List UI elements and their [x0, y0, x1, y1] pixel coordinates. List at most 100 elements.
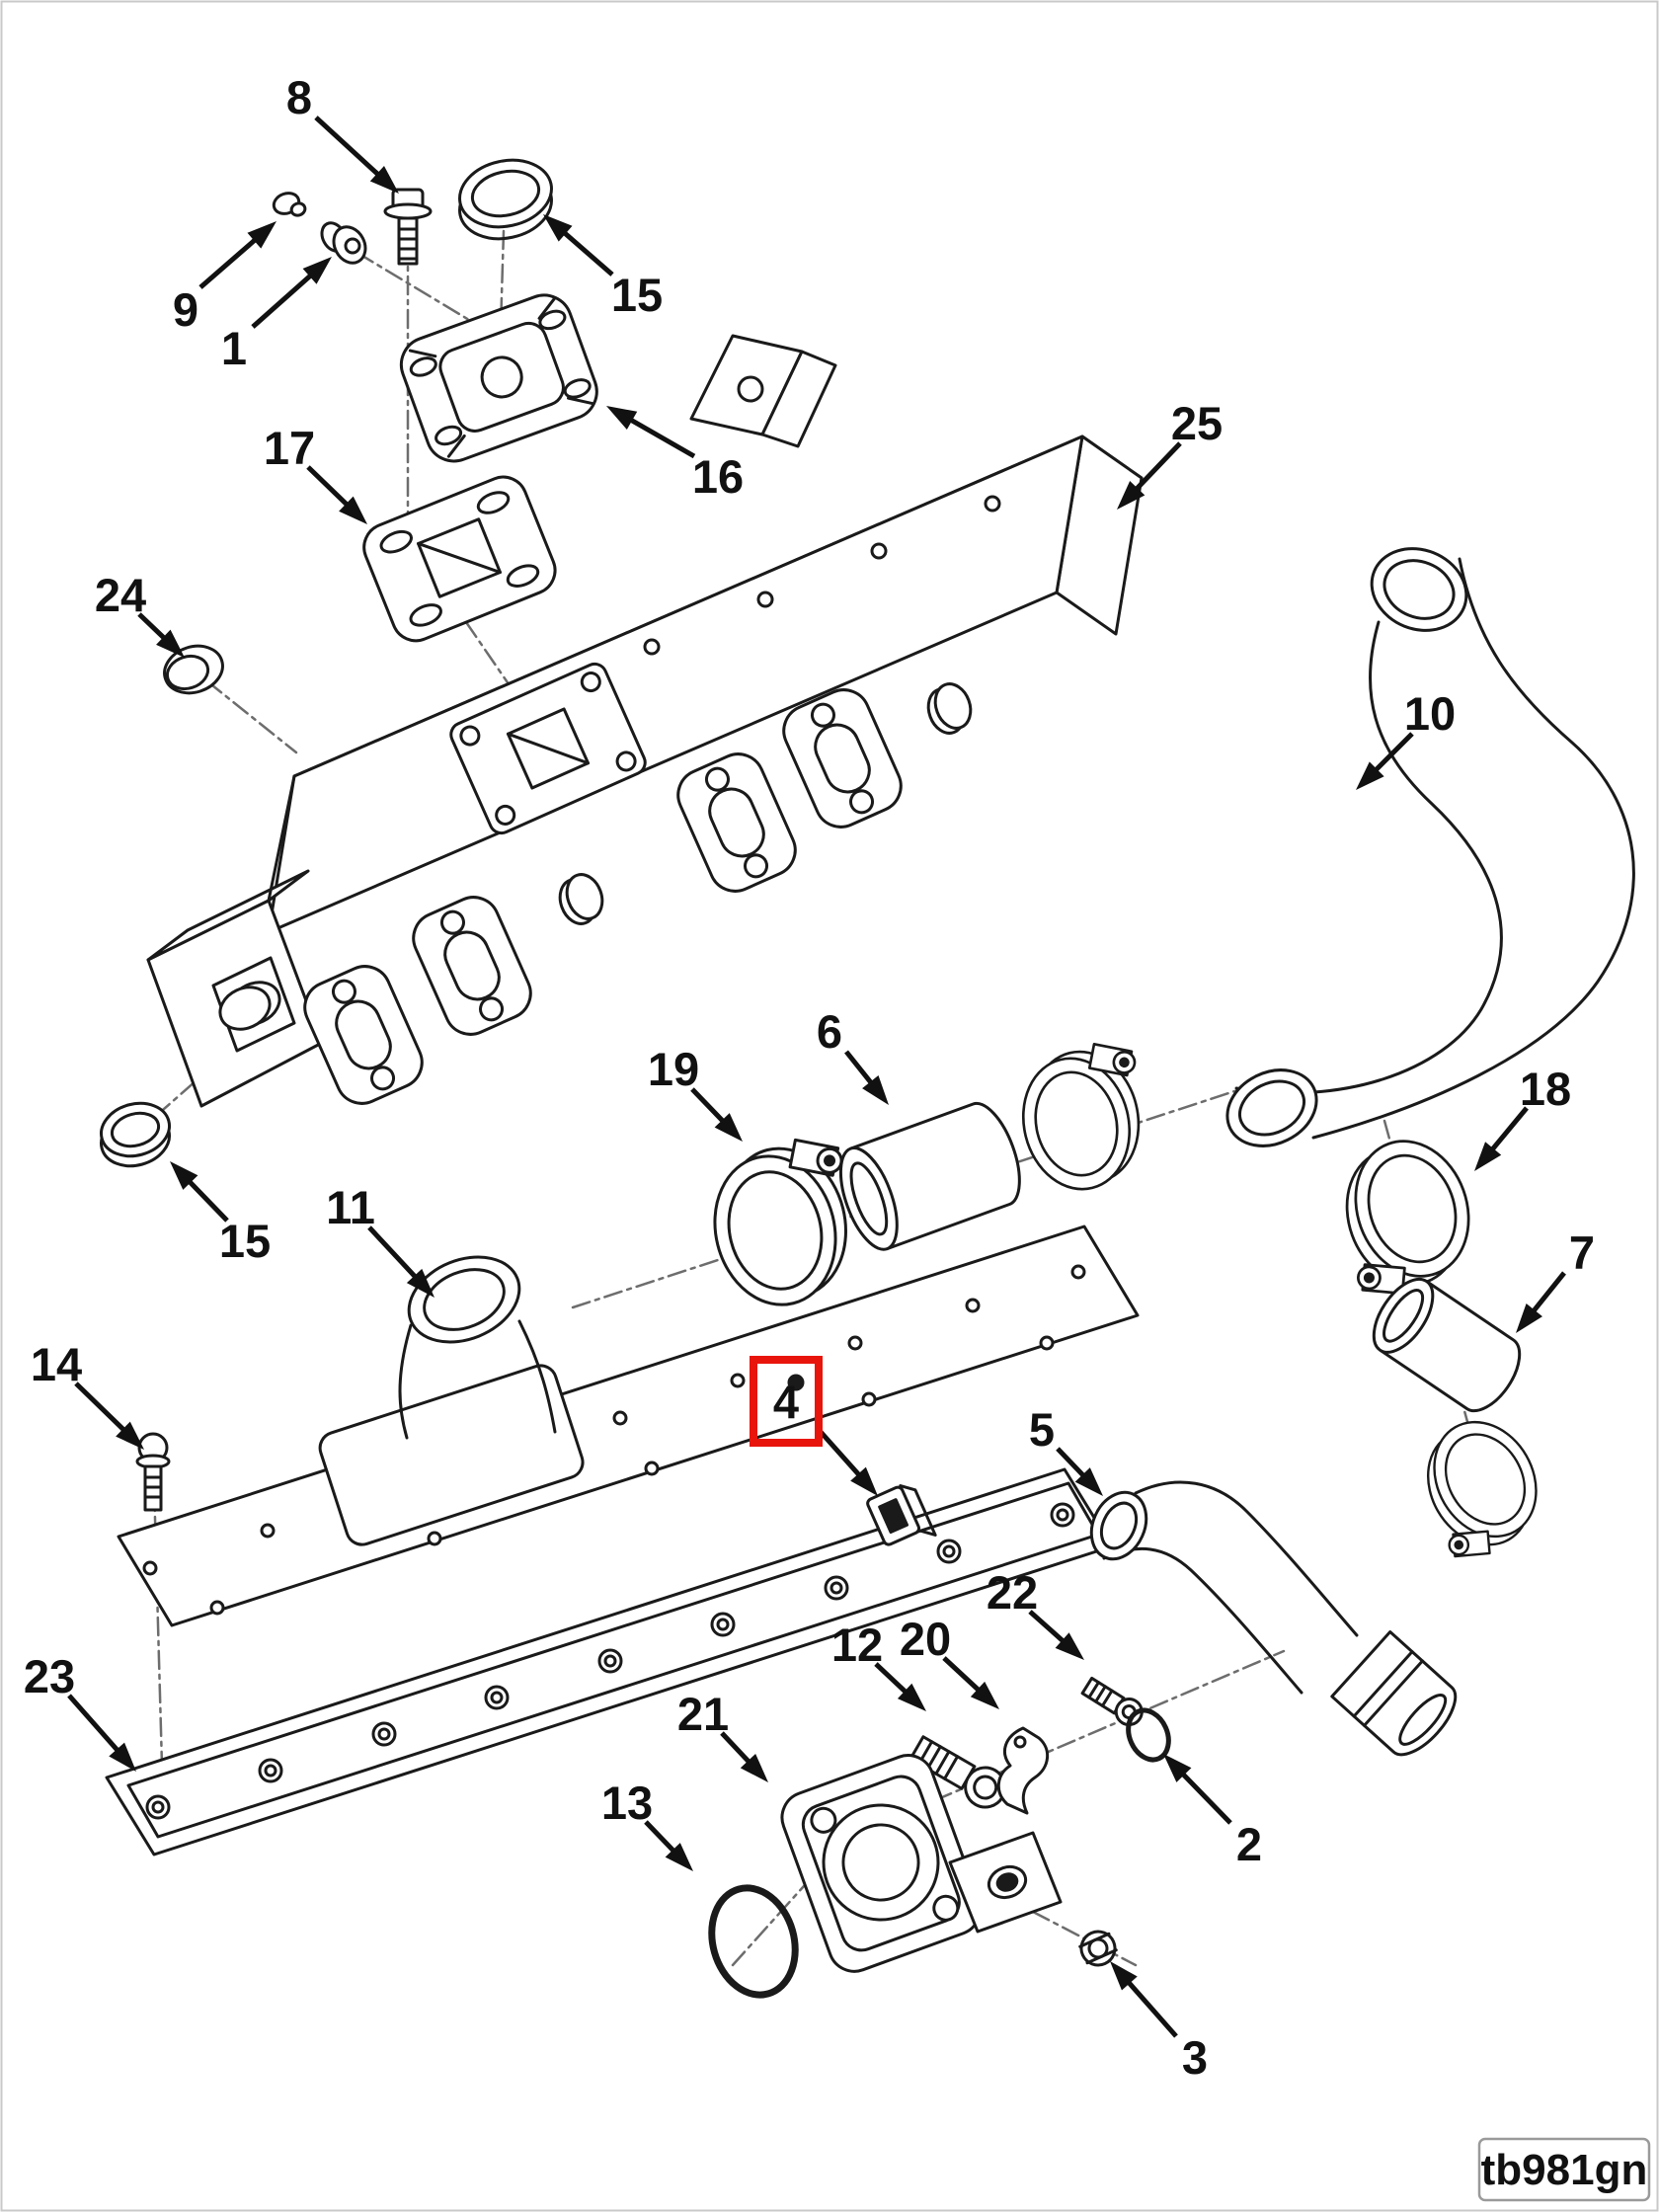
callout-number-1[interactable]: 1: [221, 322, 247, 374]
callout-number-2[interactable]: 2: [1236, 1818, 1262, 1870]
callout-leader-line: [1175, 1766, 1232, 1825]
pipe-plug-3: [1078, 1930, 1118, 1967]
exhaust-manifold-body: [146, 334, 1144, 1108]
callout-17[interactable]: 17: [264, 422, 367, 524]
callout-arrowhead: [1117, 481, 1146, 510]
callout-20[interactable]: 20: [900, 1613, 999, 1709]
transfer-hose-10: [1225, 547, 1635, 1147]
callout-number-7[interactable]: 7: [1569, 1226, 1595, 1279]
callout-24[interactable]: 24: [95, 569, 185, 658]
callout-12[interactable]: 12: [831, 1619, 926, 1711]
callout-14[interactable]: 14: [31, 1338, 144, 1450]
callout-number-25[interactable]: 25: [1171, 397, 1223, 449]
callout-number-15[interactable]: 15: [219, 1215, 271, 1267]
callout-1[interactable]: 1: [221, 257, 332, 374]
callout-number-12[interactable]: 12: [831, 1619, 883, 1671]
callout-arrowhead: [665, 1843, 693, 1871]
callout-6[interactable]: 6: [817, 1005, 889, 1105]
seal-ring-top: [458, 158, 553, 241]
callout-number-23[interactable]: 23: [24, 1650, 75, 1702]
callout-16[interactable]: 16: [606, 406, 744, 503]
hex-bolt-12: [908, 1735, 1007, 1809]
callout-10[interactable]: 10: [1356, 687, 1456, 790]
seal-ring-left: [100, 1101, 171, 1168]
callout-3[interactable]: 3: [1110, 1961, 1208, 2084]
callout-number-8[interactable]: 8: [286, 71, 312, 123]
callout-leader-line: [1368, 732, 1414, 778]
callout-9[interactable]: 9: [173, 221, 276, 336]
callout-8[interactable]: 8: [286, 71, 399, 194]
callout-number-5[interactable]: 5: [1029, 1403, 1055, 1456]
callout-15[interactable]: 15: [170, 1161, 271, 1267]
callout-leader-line: [1121, 1974, 1178, 2038]
callout-arrowhead: [543, 214, 573, 242]
callout-arrowhead: [406, 1268, 434, 1298]
callout-arrowhead: [1074, 1467, 1103, 1496]
machine-screw: [135, 1432, 171, 1512]
callout-arrowhead: [369, 165, 399, 194]
callout-leader-line: [198, 232, 264, 289]
callout-number-15[interactable]: 15: [611, 269, 663, 321]
callout-arrowhead: [116, 1421, 144, 1450]
callout-arrowhead: [1474, 1142, 1502, 1171]
callout-5[interactable]: 5: [1029, 1403, 1103, 1496]
callout-leader-line: [182, 1173, 229, 1223]
callout-number-11[interactable]: 11: [326, 1181, 375, 1233]
callout-2[interactable]: 2: [1163, 1754, 1262, 1870]
callout-number-4[interactable]: 4: [773, 1376, 799, 1428]
clamp-hook-20: [996, 1726, 1049, 1815]
callout-number-19[interactable]: 19: [648, 1043, 699, 1095]
retainer-clip: [866, 1484, 937, 1546]
end-cap: [163, 644, 224, 695]
callout-number-10[interactable]: 10: [1404, 687, 1456, 740]
callout-arrowhead: [714, 1113, 743, 1142]
figure-code-box: tb981gn: [1477, 2137, 1651, 2202]
callout-23[interactable]: 23: [24, 1650, 136, 1772]
cover-gasket: [362, 475, 557, 643]
hex-flange-bolt: [383, 188, 433, 266]
cap-nut: [272, 192, 307, 217]
callout-leader-line: [367, 1225, 424, 1286]
callout-leader-line: [74, 1382, 132, 1438]
callout-arrowhead: [1055, 1632, 1084, 1660]
callout-arrowhead: [156, 629, 185, 658]
callout-arrowhead: [109, 1742, 136, 1772]
callout-number-22[interactable]: 22: [987, 1566, 1038, 1619]
callout-number-21[interactable]: 21: [677, 1688, 729, 1740]
callout-arrowhead: [1356, 761, 1384, 790]
callout-21[interactable]: 21: [677, 1688, 768, 1782]
callout-19[interactable]: 19: [648, 1043, 743, 1142]
callout-number-13[interactable]: 13: [601, 1777, 653, 1829]
callout-11[interactable]: 11: [326, 1181, 434, 1298]
connector-hose-7: [1372, 1277, 1522, 1413]
callout-arrowhead: [1516, 1304, 1542, 1333]
callout-leader-line: [67, 1694, 125, 1759]
callout-number-9[interactable]: 9: [173, 283, 198, 336]
callout-18[interactable]: 18: [1474, 1063, 1571, 1171]
callout-25[interactable]: 25: [1117, 397, 1223, 510]
callout-number-17[interactable]: 17: [264, 422, 315, 474]
selected-callout-highlight-box: [750, 1356, 823, 1447]
callout-number-20[interactable]: 20: [900, 1613, 951, 1665]
callout-15[interactable]: 15: [543, 214, 663, 321]
figure-code: tb981gn: [1481, 2146, 1648, 2194]
callout-leader-line: [819, 1430, 867, 1483]
callout-leader-line: [314, 116, 386, 183]
callout-number-14[interactable]: 14: [31, 1338, 82, 1390]
callout-arrowhead: [1110, 1961, 1138, 1991]
callout-number-3[interactable]: 3: [1182, 2031, 1208, 2084]
callout-number-16[interactable]: 16: [692, 450, 744, 503]
callout-leader-line: [306, 465, 356, 513]
callout-7[interactable]: 7: [1516, 1226, 1595, 1333]
callout-22[interactable]: 22: [987, 1566, 1084, 1660]
callout-number-6[interactable]: 6: [817, 1005, 842, 1058]
callout-number-18[interactable]: 18: [1520, 1063, 1571, 1115]
callout-4-selected[interactable]: 4: [750, 1356, 878, 1496]
callout-arrowhead: [740, 1753, 768, 1782]
callout-leader-line: [622, 413, 696, 459]
callout-number-24[interactable]: 24: [95, 569, 146, 621]
callout-13[interactable]: 13: [601, 1777, 693, 1871]
callout-arrowhead: [302, 257, 332, 284]
